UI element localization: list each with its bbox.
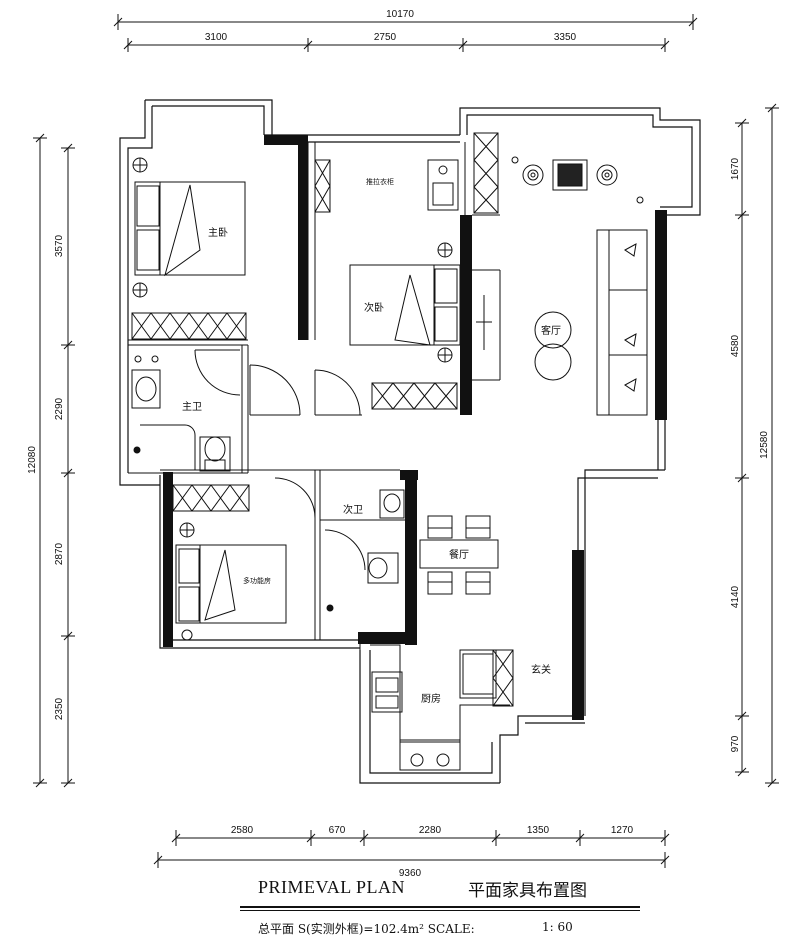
dim-left-total: 12080 xyxy=(27,446,38,474)
multi-room-cabinet xyxy=(172,484,250,512)
title-underline xyxy=(240,906,640,908)
label-wardrobe-note: 推拉衣柜 xyxy=(366,177,394,186)
dim-right-3: 4140 xyxy=(730,585,741,608)
dim-right-4: 970 xyxy=(730,735,741,752)
master-nightstands xyxy=(132,157,148,298)
label-second-bedroom: 次卧 xyxy=(364,301,384,314)
label-dining-room: 餐厅 xyxy=(449,548,469,561)
dim-right-1: 1670 xyxy=(730,157,741,180)
second-bed xyxy=(349,242,461,363)
label-master-bath: 主卫 xyxy=(182,401,202,413)
right-total-dimension xyxy=(765,103,779,788)
title-underline-thin xyxy=(240,910,640,911)
dim-bottom-2: 670 xyxy=(329,825,346,836)
second-room-cabinets xyxy=(314,159,459,213)
top-total-dimension xyxy=(113,14,698,30)
dim-bottom-5: 1270 xyxy=(611,825,634,836)
dim-bottom-3: 2280 xyxy=(419,825,442,836)
second-wardrobe xyxy=(371,382,458,410)
interior-walls xyxy=(128,142,500,650)
label-second-bath: 次卫 xyxy=(343,503,363,516)
left-total-dimension xyxy=(33,133,47,788)
coffee-table xyxy=(534,311,572,381)
dim-right-total: 12580 xyxy=(759,431,770,459)
plan-subtitle: 总平面 S(实测外框)=102.4m² SCALE: xyxy=(258,922,475,936)
second-bath-fixtures xyxy=(326,489,405,612)
dim-bottom-4: 1350 xyxy=(527,825,550,836)
right-segment-dimensions xyxy=(735,118,749,777)
living-cabinet xyxy=(473,132,499,214)
dim-top-2: 2750 xyxy=(374,32,397,43)
plan-title-en: PRIMEVAL PLAN xyxy=(258,877,406,897)
bottom-total-dimension xyxy=(153,852,670,868)
master-wardrobe xyxy=(131,312,247,340)
kitchen-fixtures xyxy=(370,644,514,771)
label-entrance: 玄关 xyxy=(531,663,551,676)
dim-left-4: 2350 xyxy=(54,697,65,720)
sofa xyxy=(596,229,648,416)
dim-bottom-1: 2580 xyxy=(231,825,254,836)
dim-left-3: 2870 xyxy=(54,542,65,565)
master-bath-fixtures xyxy=(131,355,231,472)
master-bed xyxy=(134,181,246,277)
dim-bottom-total: 9360 xyxy=(399,868,422,879)
dim-top-total: 10170 xyxy=(386,9,414,20)
dim-right-2: 4580 xyxy=(730,334,741,357)
label-multi-room: 多功能房 xyxy=(243,576,271,585)
dim-top-3: 3350 xyxy=(554,32,577,43)
dim-left-2: 2290 xyxy=(54,397,65,420)
plan-title-cn: 平面家具布置图 xyxy=(468,881,587,901)
label-kitchen: 厨房 xyxy=(421,692,441,705)
label-master-bedroom: 主卧 xyxy=(208,226,228,239)
bottom-segment-dimensions xyxy=(171,830,670,846)
dim-top-1: 3100 xyxy=(205,32,228,43)
doors xyxy=(194,349,366,571)
windows xyxy=(468,269,501,381)
dining-table-chairs xyxy=(419,515,499,595)
label-living-room: 客厅 xyxy=(541,324,561,337)
tv-unit xyxy=(511,156,644,204)
top-segment-dimensions xyxy=(123,38,670,52)
left-segment-dimensions xyxy=(61,143,75,788)
dim-left-1: 3570 xyxy=(54,234,65,257)
multi-room-bed xyxy=(175,522,287,641)
structural-columns xyxy=(163,135,667,720)
plan-scale: 1: 60 xyxy=(542,920,573,934)
